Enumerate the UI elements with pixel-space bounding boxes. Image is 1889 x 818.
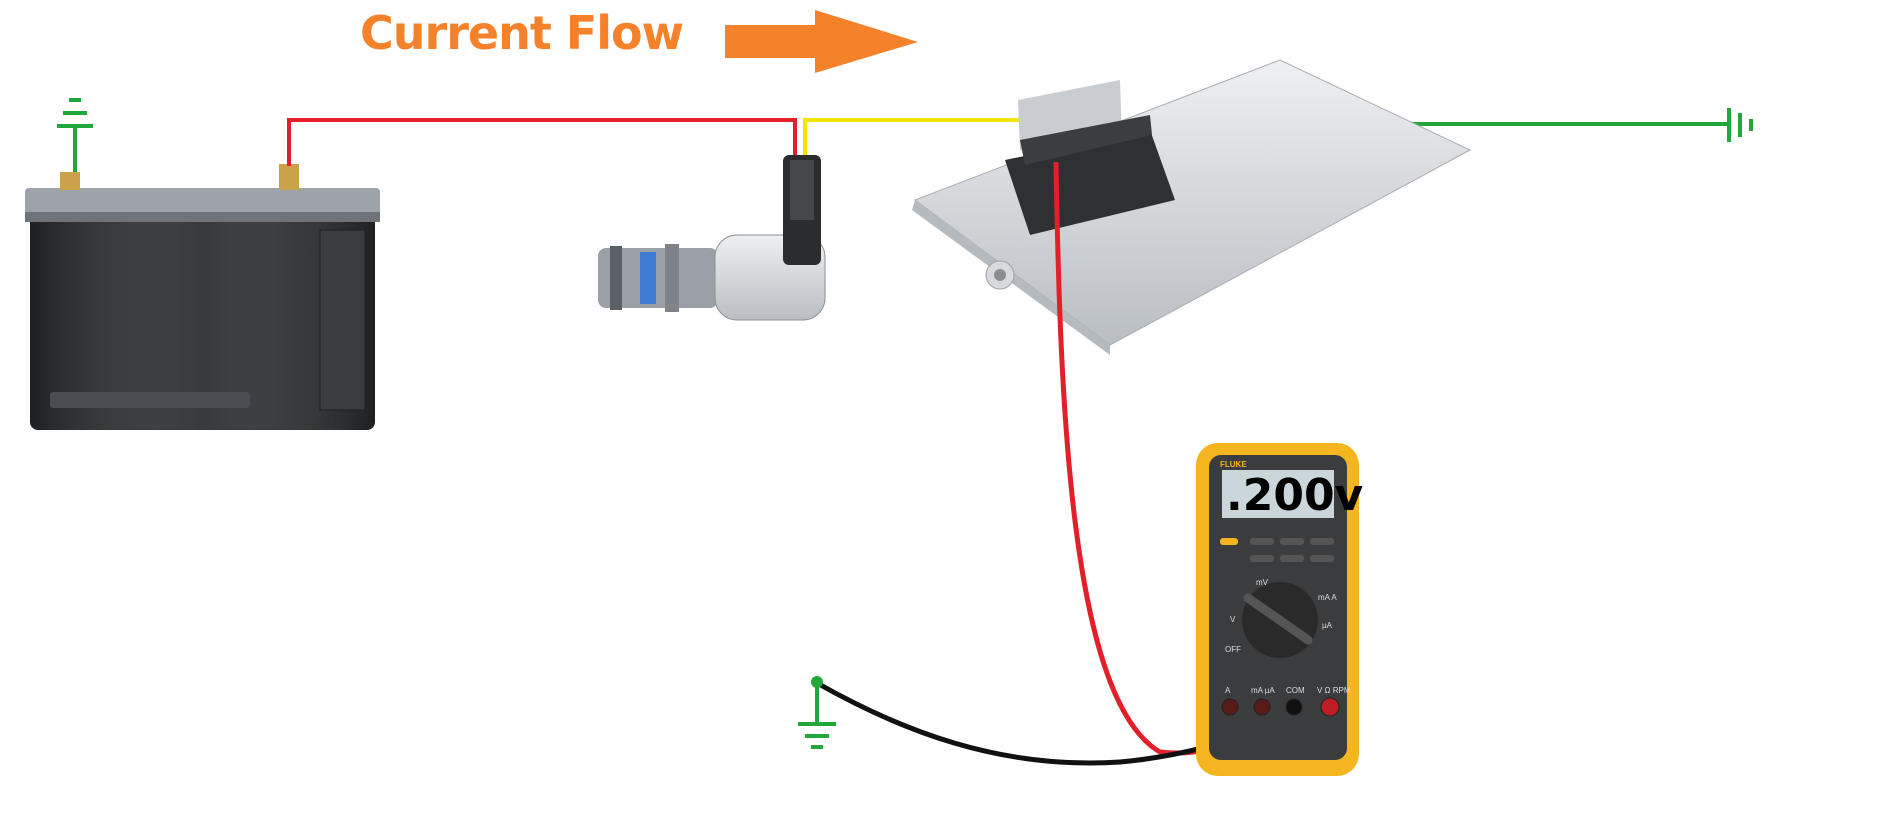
dial-label-ua: µA [1322,621,1333,630]
jack-v[interactable] [1320,697,1340,717]
jack-label-ma: mA µA [1251,686,1275,695]
battery-positive-wire [287,118,797,166]
multimeter: FLUKE .200v mV V mA A µA OFF A mA µA COM… [1196,443,1364,776]
battery [25,164,380,430]
meter-yellow-button[interactable] [1220,538,1238,545]
jack-label-a: A [1225,686,1231,695]
battery-ground-icon [57,98,93,172]
ecu-ground-icon [1727,108,1753,142]
current-flow-arrow-icon [725,10,918,73]
dial-label-v: V [1230,615,1236,624]
jack-label-v: V Ω RPM [1317,686,1351,695]
current-flow-label: Current Flow [360,6,684,60]
jack-label-com: COM [1286,686,1305,695]
dial-label-ma: mA A [1318,593,1337,602]
meter-buttons[interactable] [1250,538,1334,562]
dial-label-off: OFF [1225,645,1241,654]
meter-reading: .200v [1226,470,1364,521]
jack-a[interactable] [1221,698,1239,716]
solenoid [598,155,826,321]
jack-ma[interactable] [1253,698,1271,716]
meter-brand: FLUKE [1220,460,1247,469]
meter-ground-icon [798,676,836,749]
dial-label-mv: mV [1256,578,1269,587]
ecu-module [912,59,1472,355]
jack-com[interactable] [1285,698,1303,716]
